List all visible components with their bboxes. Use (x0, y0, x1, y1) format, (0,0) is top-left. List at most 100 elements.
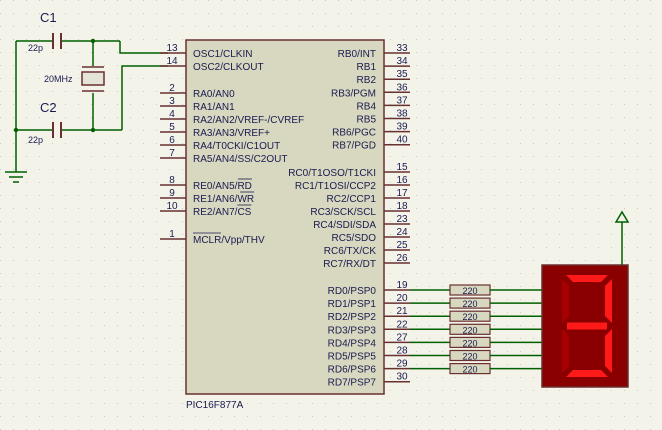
resistor[interactable]: 220 (410, 349, 542, 362)
pin-name: MCLR/Vpp/THV (193, 235, 265, 246)
pin-number: 9 (169, 188, 175, 199)
display-segments (562, 275, 612, 377)
resistor-value: 220 (462, 312, 477, 322)
junction-dot (90, 127, 96, 133)
pin-name: RD6/PSP6 (328, 365, 377, 376)
pin-number: 39 (396, 122, 408, 133)
pin-number: 15 (396, 162, 408, 173)
resistor[interactable]: 220 (410, 297, 542, 309)
pin-name: OSC1/CLKIN (193, 49, 252, 60)
junction-dot (90, 38, 96, 44)
resistor[interactable]: 220 (410, 323, 542, 335)
pin-number: 8 (169, 175, 175, 186)
resistor-value: 220 (462, 299, 477, 309)
pin-name: RA5/AN4/SS/C2OUT (193, 154, 287, 165)
resistor-value: 220 (462, 286, 477, 296)
pin-name: RB0/INT (338, 49, 376, 60)
junction-dot (13, 127, 19, 133)
pin-number: 21 (396, 306, 408, 317)
pin-name: RC3/SCK/SCL (310, 207, 376, 218)
pin-name: RC0/T1OSO/T1CKI (288, 168, 376, 179)
crystal-x1[interactable] (81, 66, 105, 92)
pin-name: RC5/SDO (332, 233, 377, 244)
segment-d (566, 370, 608, 377)
pin-number: 14 (166, 56, 178, 67)
pin-name: RC2/CCP1 (327, 194, 377, 205)
pin-name: RE1/AN6/WR (193, 194, 254, 205)
pin-number: 23 (396, 214, 408, 225)
pin-number: 18 (396, 201, 408, 212)
pin-number: 36 (396, 82, 408, 93)
pin-number: 5 (169, 122, 175, 133)
pin-number: 29 (396, 359, 408, 370)
pin-number: 35 (396, 69, 408, 80)
pin-name: RB1 (357, 62, 377, 73)
pin-number: 6 (169, 135, 175, 146)
pin-name: RE2/AN7/CS (193, 207, 252, 218)
pin-name: RC6/TX/CK (324, 246, 377, 257)
wire-osc1 (119, 41, 168, 54)
segment-b (605, 279, 612, 323)
pin-name: OSC2/CLKOUT (193, 62, 264, 73)
pin-number: 16 (396, 175, 408, 186)
c1-value-label: 22p (28, 43, 43, 53)
pin-name: RD5/PSP5 (328, 352, 377, 363)
pin-number: 2 (169, 83, 175, 94)
capacitor-c1[interactable] (52, 33, 62, 49)
pin-number: 19 (396, 280, 408, 291)
resistor[interactable]: 220 (410, 284, 542, 296)
wire-osc2 (121, 65, 168, 130)
resistor-value: 220 (462, 365, 477, 375)
pin-number: 34 (396, 56, 408, 67)
pin-number: 27 (396, 332, 408, 343)
pin-name: RD0/PSP0 (328, 286, 377, 297)
pin-number: 30 (396, 372, 408, 383)
seven-segment-display[interactable]: 3 (541, 210, 630, 388)
resistor[interactable]: 220 (410, 336, 542, 348)
ground-symbol (5, 171, 27, 183)
pin-number: 24 (396, 227, 408, 238)
pin-name: RA0/AN0 (193, 89, 235, 100)
pin-number: 10 (166, 201, 178, 212)
c2-value-label: 22p (28, 135, 43, 145)
pin-name: RA4/T0CKI/C1OUT (193, 141, 280, 152)
pin-name: RD2/PSP2 (328, 312, 377, 323)
pin-name: RB3/PGM (331, 88, 376, 99)
pin-number: 26 (396, 253, 408, 264)
pin-name: RB7/PGD (332, 141, 376, 152)
mcu-body[interactable] (185, 39, 385, 395)
resistor[interactable]: 220 (410, 310, 542, 322)
pin-name: RA1/AN1 (193, 102, 235, 113)
resistor[interactable]: 220 (410, 363, 542, 375)
pin-name: RB6/PGC (332, 128, 376, 139)
capacitor-c2[interactable] (52, 122, 62, 138)
